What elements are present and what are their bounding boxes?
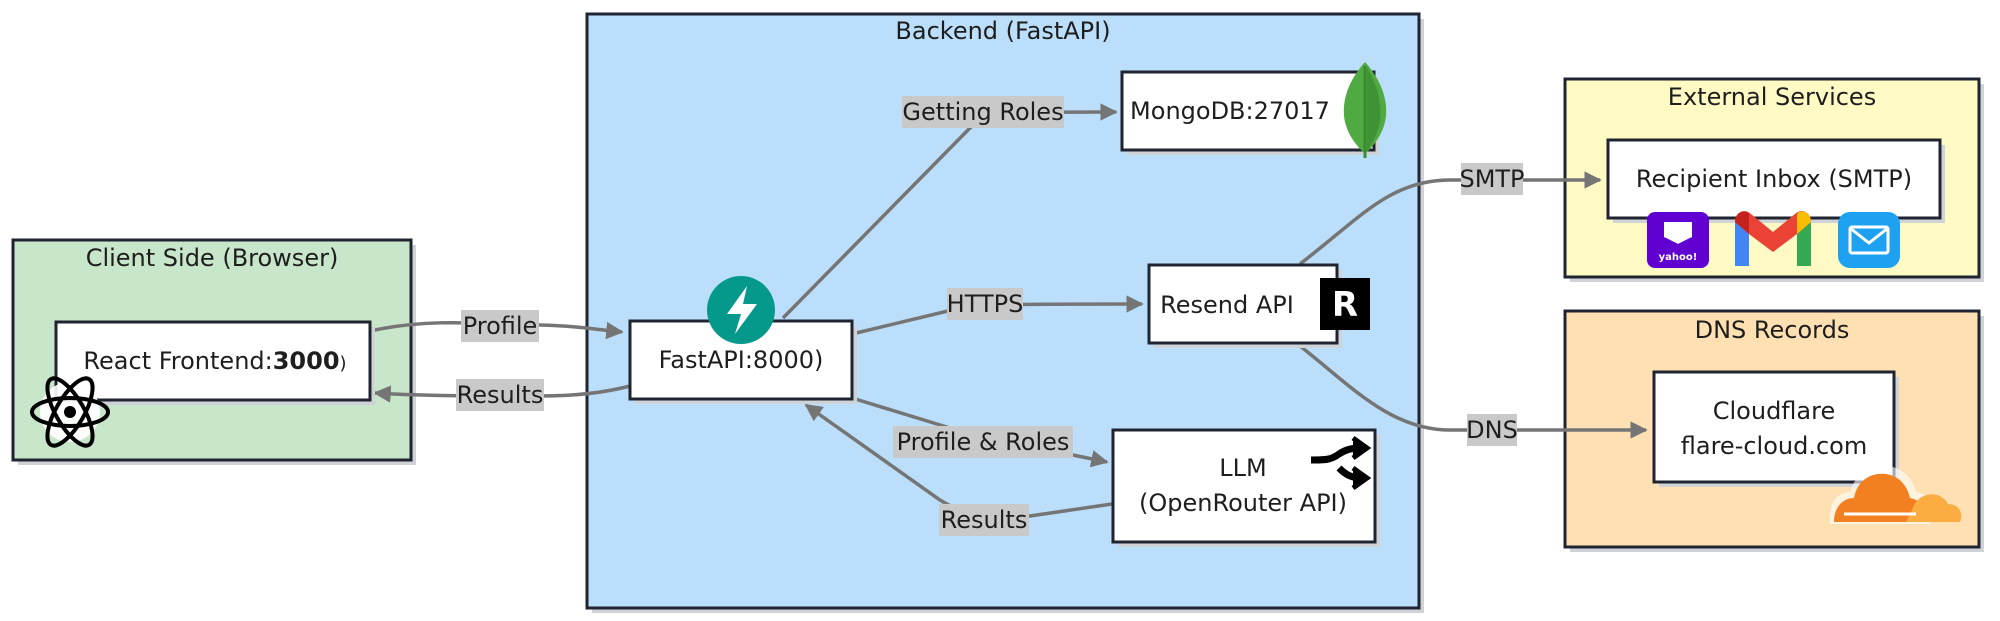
resend-label: Resend API (1160, 291, 1294, 319)
llm-label-line2: (OpenRouter API) (1139, 489, 1347, 517)
mongodb-label: MongoDB:27017 (1130, 97, 1330, 125)
fastapi-icon (707, 276, 775, 344)
node-fastapi: FastAPI:8000) (628, 276, 857, 404)
mail-icon (1838, 212, 1900, 268)
openrouter-icon (1310, 435, 1372, 491)
edge-label-results-client: Results (457, 381, 544, 409)
svg-text:React Frontend:3000): React Frontend:3000) (83, 347, 346, 375)
fastapi-label: FastAPI:8000) (659, 346, 824, 374)
react-port: 3000 (273, 347, 340, 375)
node-resend: Resend API R (1147, 263, 1370, 348)
edge-label-results-llm: Results (941, 506, 1028, 534)
edge-label-smtp: SMTP (1459, 165, 1524, 193)
inbox-label: Recipient Inbox (SMTP) (1636, 165, 1912, 193)
cloudflare-label-line2: flare-cloud.com (1681, 432, 1867, 460)
cloudflare-icon (1829, 465, 1962, 524)
edge-label-profile-roles: Profile & Roles (897, 428, 1070, 456)
react-suffix: ) (340, 353, 347, 374)
cloudflare-label-line1: Cloudflare (1713, 397, 1835, 425)
node-cloudflare: Cloudflare flare-cloud.com (1652, 370, 1962, 524)
resend-logo-letter: R (1332, 285, 1358, 325)
group-backend-title: Backend (FastAPI) (895, 17, 1110, 45)
mongodb-leaf-icon (1343, 62, 1387, 158)
yahoo-mail-icon: yahoo! (1647, 212, 1709, 268)
llm-label-line1: LLM (1219, 454, 1266, 482)
group-external-title: External Services (1668, 83, 1876, 111)
react-label: React Frontend: (83, 347, 272, 375)
edge-label-getting-roles: Getting Roles (902, 98, 1063, 126)
edge-labels: Profile Results Getting Roles HTTPS Prof… (456, 96, 1525, 536)
edge-label-dns: DNS (1466, 416, 1518, 444)
edge-label-profile: Profile (463, 312, 538, 340)
resend-icon: R (1320, 278, 1370, 330)
node-mongodb: MongoDB:27017 (1120, 62, 1387, 158)
edge-label-https: HTTPS (947, 290, 1024, 318)
yahoo-icon-text: yahoo! (1659, 252, 1698, 263)
group-dns-title: DNS Records (1695, 316, 1850, 344)
edge-dns (1298, 344, 1648, 439)
gmail-icon (1735, 211, 1811, 266)
node-recipient-inbox: Recipient Inbox (SMTP) yahoo! (1606, 138, 1945, 268)
group-client-title: Client Side (Browser) (86, 244, 339, 272)
node-llm: LLM (OpenRouter API) (1111, 428, 1380, 547)
node-react-frontend: React Frontend:3000) (30, 320, 375, 448)
edge-smtp (1298, 171, 1602, 266)
